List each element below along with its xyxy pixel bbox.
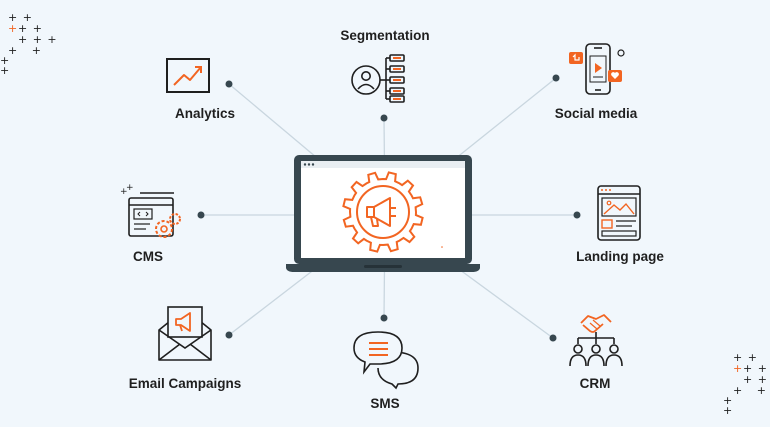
plus-pattern-top-left: + +	[8, 44, 42, 57]
landing-page-icon	[597, 185, 641, 241]
plus-pattern-bottom-right: +	[723, 394, 734, 407]
plus-pattern-top-left: +	[0, 64, 11, 77]
connector-dots	[197, 74, 581, 342]
plus-pattern-top-left: +	[0, 54, 11, 67]
plus-pattern-bottom-right: + +	[733, 351, 758, 364]
label-segmentation: Segmentation	[340, 28, 430, 43]
email-campaigns-icon	[158, 306, 212, 361]
sms-icon	[353, 331, 419, 390]
laptop	[286, 155, 480, 272]
plus-pattern-top-left: + + +	[18, 33, 58, 46]
gear-megaphone-icon	[342, 171, 443, 253]
plus-pattern-bottom-right: +	[723, 404, 734, 417]
plus-pattern-top-left: +	[8, 22, 19, 35]
label-email-campaigns: Email Campaigns	[128, 376, 242, 391]
label-analytics: Analytics	[174, 106, 236, 121]
plus-pattern-bottom-right: +	[733, 362, 744, 375]
label-social-media: Social media	[554, 106, 638, 121]
label-sms: SMS	[370, 396, 400, 411]
label-cms: CMS	[133, 249, 163, 264]
svg-text:+: +	[120, 187, 128, 197]
cms-icon: + +	[120, 183, 181, 238]
label-crm: CRM	[579, 376, 611, 391]
plus-pattern-top-left: + +	[8, 11, 33, 24]
plus-pattern-bottom-right: + +	[743, 362, 768, 375]
social-media-icon	[569, 43, 625, 95]
segmentation-icon	[351, 54, 405, 103]
crm-icon	[569, 314, 623, 367]
plus-pattern-bottom-right: + + +	[743, 373, 768, 386]
plus-pattern-top-left: + +	[18, 22, 43, 35]
svg-text:+: +	[126, 183, 134, 193]
analytics-icon	[166, 58, 210, 93]
label-landing-page: Landing page	[576, 249, 664, 264]
plus-pattern-bottom-right: + +	[733, 384, 767, 397]
